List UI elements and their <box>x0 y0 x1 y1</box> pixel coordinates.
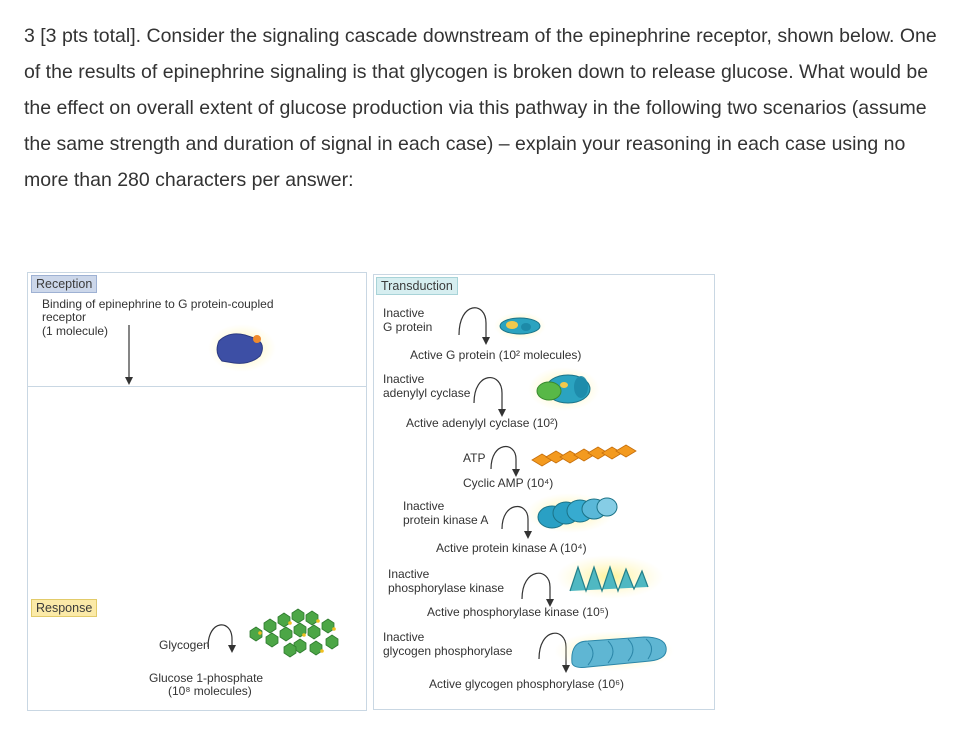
question-text: 3 [3 pts total]. Consider the signaling … <box>24 25 937 191</box>
inactive-phosphorylase-kinase-label-1: Inactive <box>388 567 430 581</box>
reception-box <box>28 273 366 387</box>
transduction-graphics <box>458 307 674 673</box>
glucose-label-1: Glucose 1-phosphate <box>149 671 264 685</box>
active-glycogen-phosphorylase-label: Active glycogen phosphorylase (10⁶) <box>429 677 625 691</box>
glycogen-label: Glycogen <box>159 638 210 652</box>
inactive-adenylyl-cyclase-label-1: Inactive <box>383 372 425 386</box>
active-adenylyl-cyclase-icon <box>528 367 600 411</box>
epinephrine-icon <box>253 335 261 343</box>
active-glycogen-phosphorylase-icon <box>554 631 674 671</box>
response-tag: Response <box>31 599 98 617</box>
active-g-protein-label: Active G protein (10² molecules) <box>410 348 582 362</box>
inactive-adenylyl-cyclase-label-2: adenylyl cyclase <box>383 386 471 400</box>
reception-tag: Reception <box>31 275 98 293</box>
active-pka-label: Active protein kinase A (10⁴) <box>436 541 587 555</box>
active-pka-icon <box>526 493 618 533</box>
inactive-pka-label-2: protein kinase A <box>403 513 489 527</box>
epinephrine-receptor-icon <box>216 333 263 364</box>
inactive-g-protein-label-1: Inactive <box>383 306 425 320</box>
inactive-glycogen-phosphorylase-label-2: glycogen phosphorylase <box>383 644 513 658</box>
transduction-panel: Transduction Inactive G protein Active G… <box>373 274 715 710</box>
cyclic-amp-icon <box>531 444 637 467</box>
atp-label: ATP <box>463 451 486 465</box>
signaling-cascade-figure: Reception Binding of epinephrine to G pr… <box>27 272 715 711</box>
inactive-pka-label-1: Inactive <box>403 499 445 513</box>
reception-line-2: receptor <box>42 310 87 324</box>
active-adenylyl-cyclase-label: Active adenylyl cyclase (10²) <box>406 416 559 430</box>
glucose-label-2: (10⁸ molecules) <box>168 684 252 698</box>
cyclic-amp-label: Cyclic AMP (10⁴) <box>463 476 554 490</box>
inactive-phosphorylase-kinase-label-2: phosphorylase kinase <box>388 581 505 595</box>
active-phosphorylase-kinase-label: Active phosphorylase kinase (10⁵) <box>427 605 609 619</box>
left-panel-graphics <box>125 324 339 658</box>
reception-response-panel: Reception Binding of epinephrine to G pr… <box>27 272 367 711</box>
active-phosphorylase-kinase-icon <box>556 555 664 599</box>
glycogen-glucose-icon <box>249 608 339 658</box>
transduction-tag: Transduction <box>376 277 458 295</box>
glycogen-curved-arrow <box>207 624 233 648</box>
reception-line-1: Binding of epinephrine to G protein-coup… <box>42 297 274 311</box>
active-g-protein-icon <box>494 312 546 340</box>
reception-line-3: (1 molecule) <box>42 324 109 338</box>
inactive-glycogen-phosphorylase-label-1: Inactive <box>383 630 425 644</box>
inactive-g-protein-label-2: G protein <box>383 320 433 334</box>
